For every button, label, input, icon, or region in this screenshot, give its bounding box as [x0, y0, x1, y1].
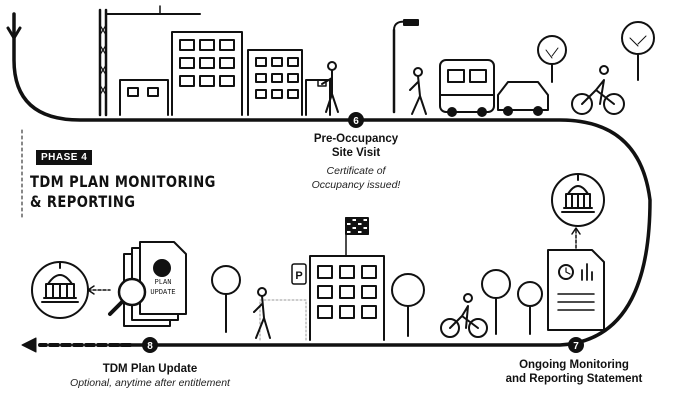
step-8-title: TDM Plan Update	[102, 363, 198, 375]
magnifier-icon	[108, 277, 147, 316]
step-6-number: 6	[353, 116, 359, 127]
plan-update-label-line2: UPDATE	[150, 289, 175, 297]
phase-title-line1: TDM PLAN MONITORING	[30, 172, 216, 191]
phase-title-line2: & REPORTING	[30, 192, 136, 211]
tree-icon	[481, 269, 511, 335]
step-6-marker	[348, 112, 364, 128]
step-7-marker	[568, 337, 584, 353]
phase-badge: PHASE 4	[36, 150, 93, 165]
pedestrian-icon	[317, 61, 339, 113]
capitol-icon	[31, 261, 89, 319]
step-6-label: Pre-Occupancy Site Visit Certificate of …	[296, 132, 416, 192]
bus-icon	[439, 59, 495, 117]
building-icon	[171, 31, 243, 116]
tree-icon	[517, 281, 543, 335]
document-icon	[547, 227, 605, 331]
tree-icon	[537, 35, 567, 83]
step-6-title-line1: Pre-Occupancy	[313, 133, 399, 145]
step-6-title-line2: Site Visit	[331, 147, 381, 159]
timeline-arrow-start	[6, 26, 22, 40]
step-6-subtitle-line1: Certificate of	[326, 165, 386, 177]
step-8-label: TDM Plan Update Optional, anytime after …	[40, 362, 260, 390]
bicycle-icon	[440, 293, 488, 338]
pedestrian-icon	[409, 67, 427, 115]
step-8-subtitle: Optional, anytime after entitlement	[70, 377, 230, 389]
step-7-number: 7	[573, 341, 579, 352]
crane-icon	[98, 5, 201, 117]
capitol-icon	[551, 173, 605, 227]
street-lamp-icon	[392, 19, 419, 114]
timeline-path	[12, 12, 652, 347]
parking-sign-icon	[291, 263, 307, 285]
bicycle-icon	[571, 65, 625, 115]
step-6-subtitle-line2: Occupancy issued!	[311, 179, 401, 191]
car-icon	[497, 81, 549, 116]
building-icon	[119, 79, 169, 116]
building-icon	[247, 49, 303, 116]
bar-chart-icon	[581, 263, 593, 281]
step-8-marker	[142, 337, 158, 353]
tree-icon	[211, 265, 241, 333]
document-icon	[123, 241, 187, 327]
step-8-number: 8	[147, 341, 153, 352]
timeline-arrow-end	[21, 337, 37, 353]
plan-update-label-line1: PLAN	[155, 279, 172, 287]
clock-icon	[558, 264, 574, 280]
tree-icon	[621, 21, 655, 81]
checkered-flag-icon	[345, 217, 369, 235]
parking-sign-letter: P	[295, 270, 302, 282]
building-icon	[309, 231, 385, 341]
pedestrian-icon	[253, 287, 271, 339]
step-7-label: Ongoing Monitoring and Reporting Stateme…	[484, 358, 664, 386]
tree-icon	[391, 273, 425, 337]
step-7-title-line2: and Reporting Statement	[505, 373, 643, 385]
step-7-title-line1: Ongoing Monitoring	[519, 359, 629, 371]
phase-title: TDM PLAN MONITORING & REPORTING	[30, 172, 216, 212]
